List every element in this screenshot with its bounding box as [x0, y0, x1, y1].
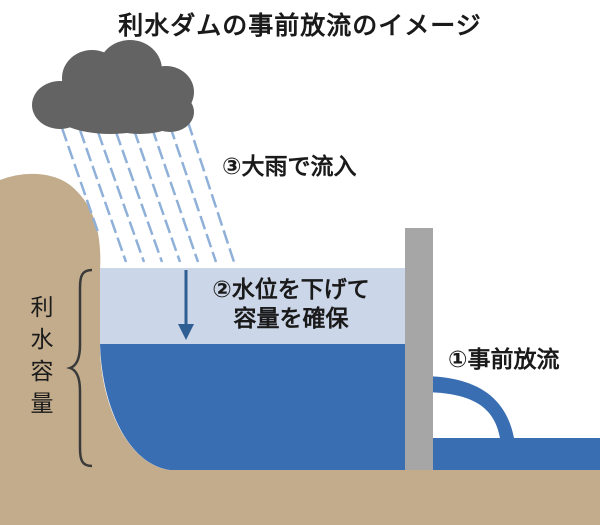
- step-rain-label: ③大雨で流入: [222, 154, 357, 180]
- downstream-water: [433, 438, 600, 470]
- outflow-jet: [420, 376, 514, 438]
- step-lower-line1: ②水位を下げて: [212, 277, 370, 303]
- capacity-char: 量: [30, 391, 54, 417]
- diagram-title: 利水ダムの事前放流のイメージ: [118, 11, 482, 40]
- reservoir-water: [100, 344, 405, 470]
- step-release-label: ①事前放流: [448, 347, 560, 373]
- rain-cloud-icon: [32, 40, 194, 134]
- capacity-char: 容: [30, 359, 54, 385]
- down-arrow-icon: [178, 270, 194, 340]
- step-lower-line2: 容量を確保: [233, 306, 349, 332]
- dam-wall: [405, 228, 433, 470]
- step-lower-label: ②水位を下げて 容量を確保: [196, 276, 386, 334]
- brace-icon: [66, 268, 93, 468]
- capacity-char: 利: [30, 295, 54, 321]
- freed-capacity: [100, 268, 405, 344]
- capacity-label: 利 水 容 量: [26, 292, 58, 420]
- rain-streaks: [60, 121, 236, 263]
- capacity-char: 水: [30, 327, 54, 353]
- ground: [0, 173, 600, 525]
- ground-downstream: [405, 470, 600, 525]
